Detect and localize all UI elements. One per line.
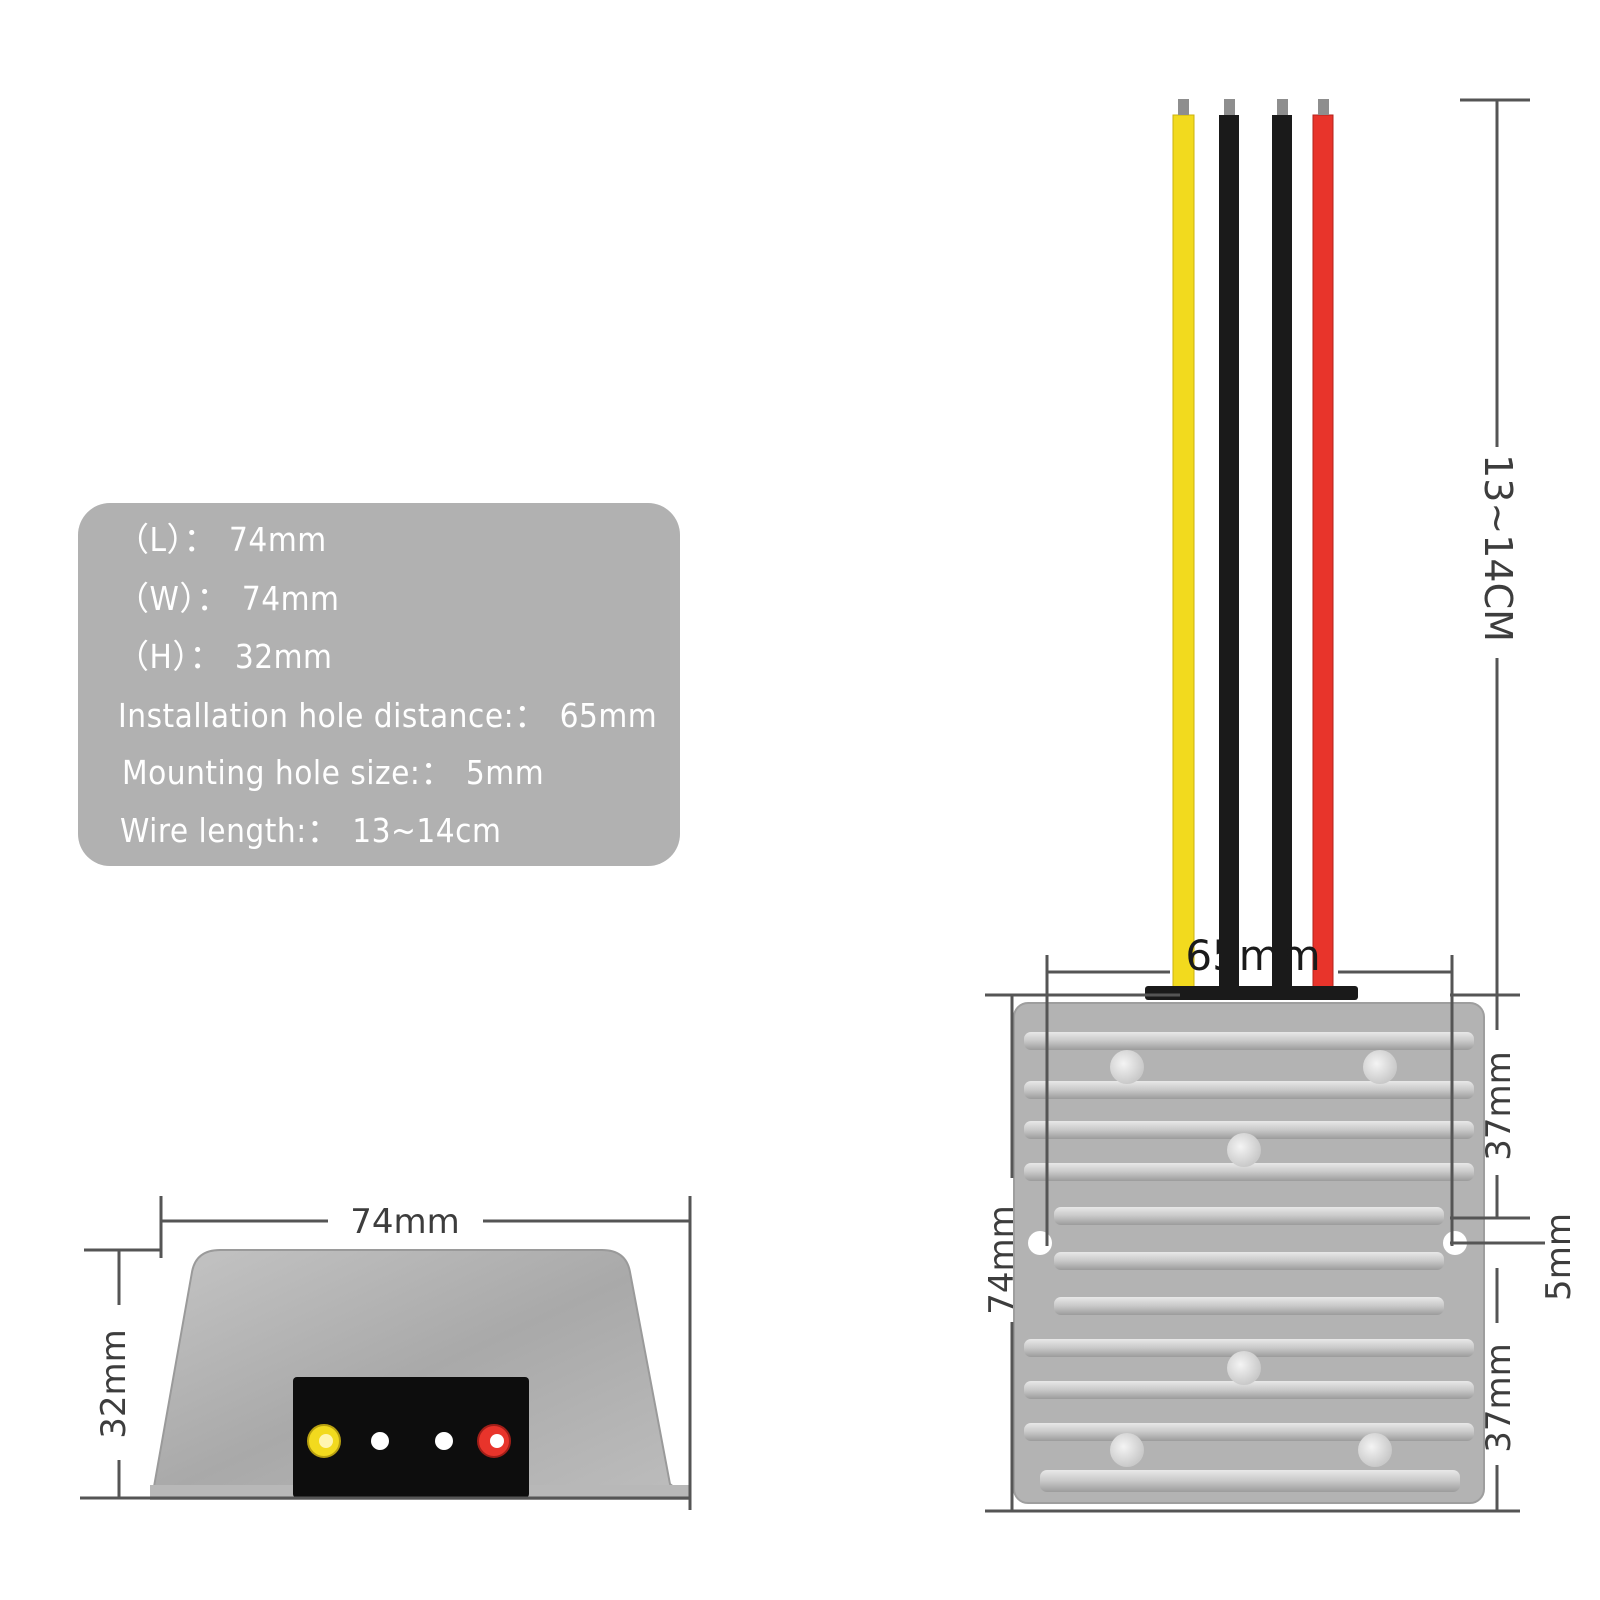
bolt	[1227, 1133, 1261, 1167]
bolt	[1110, 1433, 1144, 1467]
wire-length-label: 13~14CM	[1476, 454, 1520, 642]
spec-width: （W）： 74mm	[116, 572, 339, 620]
spec-value: 5mm	[465, 753, 545, 792]
spec-value: 65mm	[559, 696, 658, 735]
wires	[1172, 99, 1334, 993]
bolt	[1227, 1351, 1261, 1385]
terminal-block	[293, 1377, 529, 1498]
bolt	[1363, 1050, 1397, 1084]
spec-height: （H）： 32mm	[116, 630, 332, 678]
upper-offset-label: 37mm	[1479, 1051, 1519, 1161]
terminal-white-2	[435, 1432, 453, 1450]
body-side-label: 74mm	[982, 1205, 1022, 1315]
terminal-red-core	[490, 1434, 504, 1448]
spec-hole-distance: Installation hole distance:： 65mm	[118, 689, 657, 737]
spec-value: 13~14cm	[352, 811, 502, 850]
bolt	[1358, 1433, 1392, 1467]
spec-value: 74mm	[241, 579, 340, 618]
spec-panel: （L）： 74mm （W）： 74mm （H）： 32mm Installation …	[78, 503, 680, 866]
wire-black-2	[1272, 115, 1292, 992]
wire-tip	[1277, 99, 1288, 115]
spec-label: Installation hole distance:：	[118, 696, 548, 735]
spec-length: （L）： 74mm	[116, 513, 327, 561]
wire-tip	[1178, 99, 1189, 115]
front-height-label: 32mm	[94, 1329, 134, 1439]
bolt	[1110, 1050, 1144, 1084]
wire-black-1	[1219, 115, 1239, 992]
terminal-yellow-core	[319, 1434, 333, 1448]
wire-tip	[1224, 99, 1235, 115]
bolts	[1110, 1050, 1397, 1467]
spec-hole-size: Mounting hole size:： 5mm	[122, 746, 544, 794]
wire-yellow	[1172, 114, 1195, 993]
spec-label: Wire length:：	[120, 811, 341, 850]
spec-label: Mounting hole size:：	[122, 753, 454, 792]
lower-offset-label: 37mm	[1479, 1343, 1519, 1453]
spec-label: （W）：	[116, 579, 230, 618]
wire-grommet	[1145, 986, 1358, 1000]
wire-tip	[1318, 99, 1329, 115]
spec-value: 74mm	[229, 520, 327, 559]
spec-value: 32mm	[234, 637, 333, 676]
front-view: 74mm 32mm	[80, 1196, 692, 1510]
front-width-label: 74mm	[350, 1202, 460, 1242]
top-view: 65mm 74mm 13~14CM 37mm 5mm 37mm	[982, 98, 1579, 1513]
spec-label: （H）：	[116, 637, 223, 676]
spec-wire-length: Wire length:： 13~14cm	[120, 804, 501, 852]
terminal-white-1	[371, 1432, 389, 1450]
wire-red	[1312, 114, 1334, 993]
hole-distance-label: 65mm	[1185, 931, 1320, 980]
front-housing	[150, 1249, 691, 1499]
spec-label: （L）：	[116, 520, 218, 559]
hole-size-label: 5mm	[1539, 1213, 1579, 1301]
